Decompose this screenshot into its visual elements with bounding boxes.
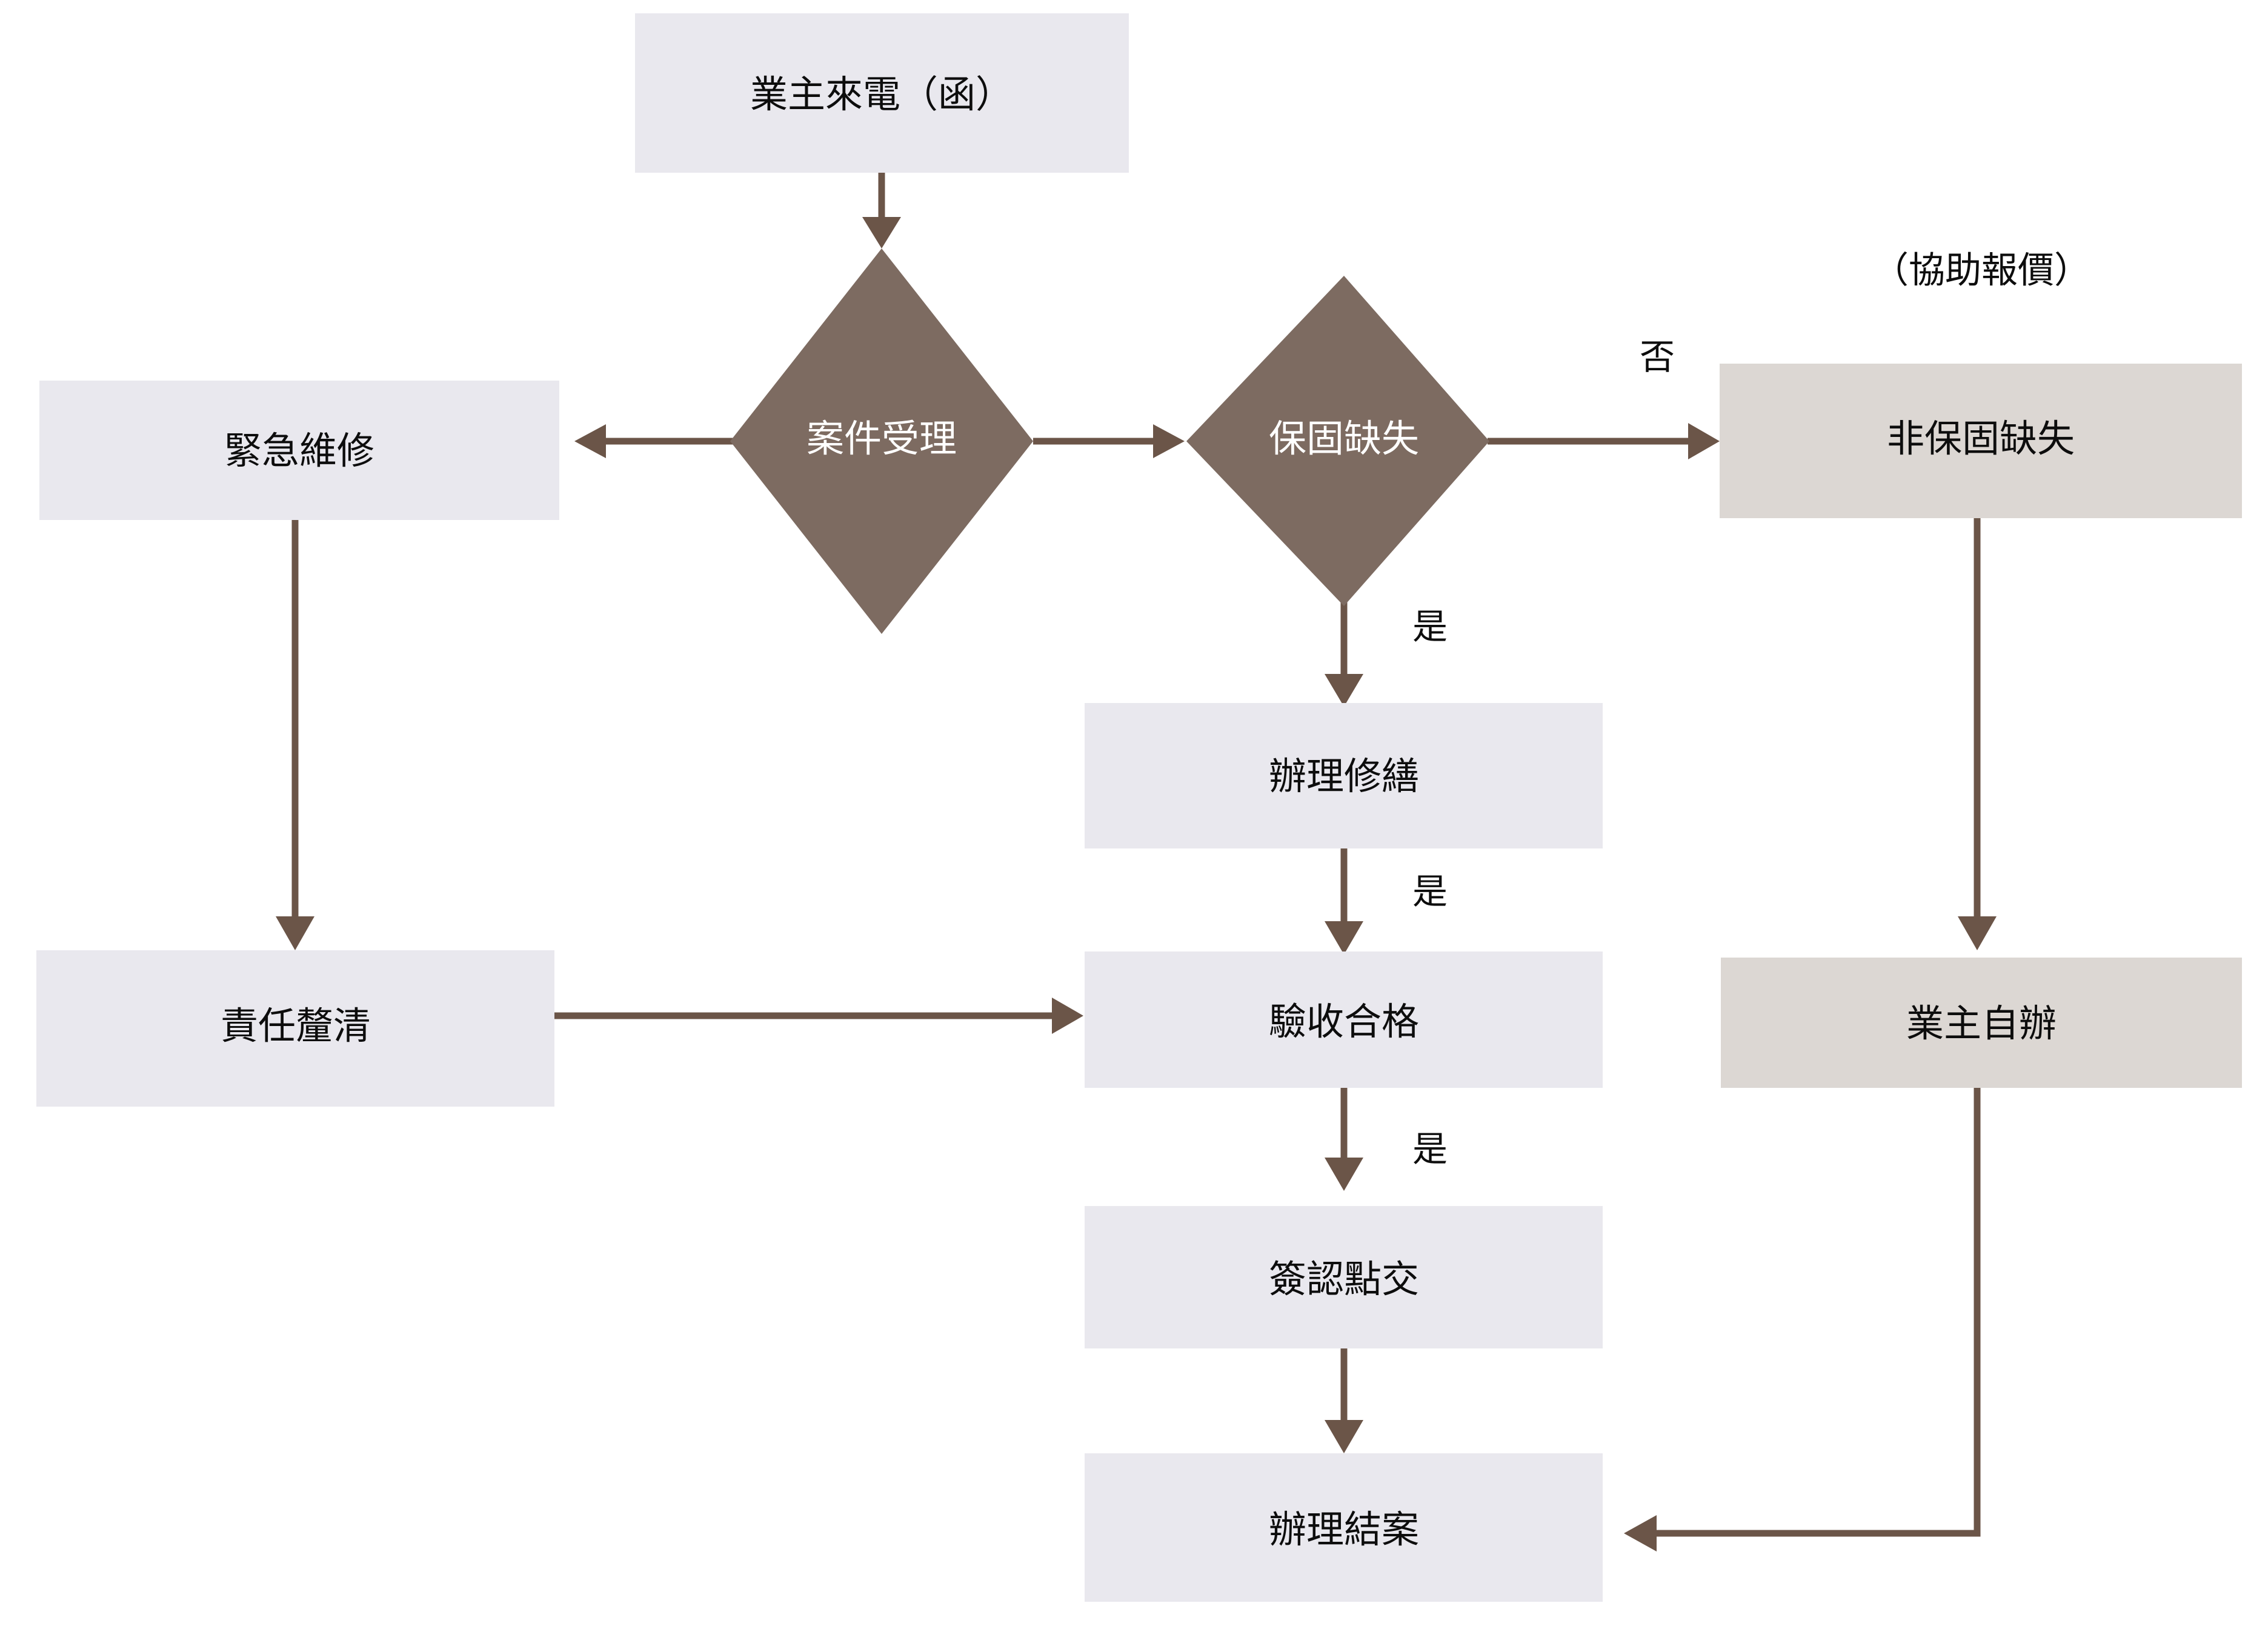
edge-start-to-intake [862, 173, 901, 248]
connector-layer [276, 173, 1997, 1551]
node-inspection-shape [1085, 951, 1603, 1088]
edge-nonwarranty-to-ownerself [1958, 518, 1997, 950]
edge-repair-to-inspection [1325, 848, 1363, 955]
node-ownerself-label: 業主自辦 [1906, 1001, 2057, 1045]
node-inspection-label: 驗收合格 [1269, 999, 1419, 1044]
edge-intake-to-emergency [574, 424, 733, 458]
edge-label-no-warranty: 否 [1640, 336, 1675, 378]
node-emergency[interactable]: 緊急維修 [39, 381, 559, 520]
edge-ownerself-to-close [1624, 1088, 1981, 1551]
node-nonwarranty-shape [1720, 364, 2242, 518]
node-start-shape [635, 13, 1129, 173]
node-liability-label: 責任釐清 [221, 1004, 371, 1048]
edge-intake-to-warranty [1033, 424, 1185, 458]
node-inspection[interactable]: 驗收合格 [1085, 951, 1603, 1088]
node-liability-shape [36, 950, 554, 1107]
edge-handover-to-close [1325, 1348, 1363, 1453]
node-start[interactable]: 業主來電（函） [635, 13, 1129, 173]
edge-liability-to-inspection [553, 998, 1083, 1034]
node-ownerself[interactable]: 業主自辦 [1721, 958, 2242, 1088]
edge-emergency-to-liability [276, 520, 314, 950]
node-handover-shape [1085, 1206, 1603, 1348]
node-handover[interactable]: 簽認點交 [1085, 1206, 1603, 1348]
node-emergency-label: 緊急維修 [224, 428, 374, 473]
node-nonwarranty[interactable]: 非保固缺失 [1720, 364, 2242, 518]
edge-label-yes-handover: 是 [1412, 1128, 1448, 1170]
edge-inspection-to-handover [1325, 1085, 1363, 1191]
node-repair-shape [1085, 703, 1603, 848]
node-close-shape [1085, 1453, 1603, 1602]
node-handover-label: 簽認點交 [1269, 1257, 1419, 1301]
node-intake-shape [730, 248, 1033, 634]
node-liability[interactable]: 責任釐清 [36, 950, 554, 1107]
node-intake-label: 案件受理 [806, 416, 957, 461]
node-ownerself-shape [1721, 958, 2242, 1088]
edge-warranty-to-repair [1325, 600, 1363, 707]
annotation-assist-quote: （協助報價） [1872, 250, 2090, 292]
node-emergency-shape [39, 381, 559, 520]
edge-warranty-to-nonwarranty [1488, 423, 1720, 459]
edge-label-yes-repair: 是 [1412, 606, 1448, 647]
node-close-label: 辦理結案 [1269, 1507, 1419, 1551]
node-close[interactable]: 辦理結案 [1085, 1453, 1603, 1602]
node-intake[interactable]: 案件受理 [730, 248, 1033, 634]
node-warranty-shape [1186, 276, 1489, 606]
node-repair-label: 辦理修繕 [1269, 754, 1419, 798]
node-repair[interactable]: 辦理修繕 [1085, 703, 1603, 848]
edge-label-yes-inspection: 是 [1412, 871, 1448, 912]
node-start-label: 業主來電（函） [750, 72, 1013, 116]
node-nonwarranty-label: 非保固缺失 [1887, 416, 2075, 461]
node-warranty-label: 保固缺失 [1269, 416, 1419, 461]
node-warranty[interactable]: 保固缺失 [1186, 276, 1489, 606]
